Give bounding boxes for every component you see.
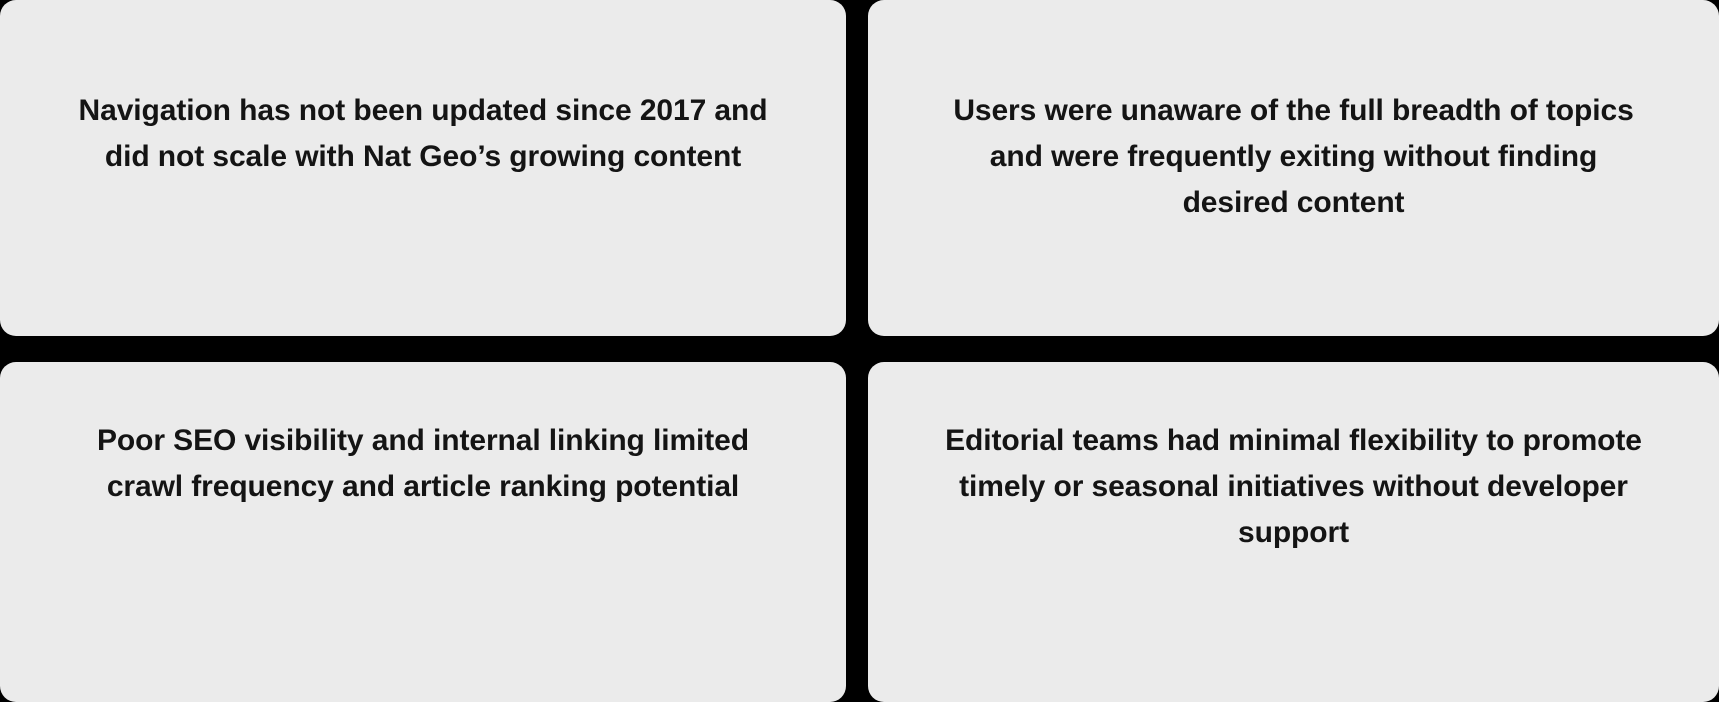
problem-card-text: Users were unaware of the full breadth o… [953, 94, 1634, 219]
problem-card-users-unaware[interactable]: Users were unaware of the full breadth o… [868, 0, 1719, 336]
problem-card-editorial-inflexibility[interactable]: Editorial teams had minimal flexibility … [868, 362, 1719, 702]
problem-card-text: Editorial teams had minimal flexibility … [945, 424, 1642, 549]
problem-card-text: Navigation has not been updated since 20… [78, 94, 768, 173]
problem-card-text: Poor SEO visibility and internal linking… [97, 424, 749, 503]
problem-card-poor-seo[interactable]: Poor SEO visibility and internal linking… [0, 362, 846, 702]
problem-card-navigation-outdated[interactable]: Navigation has not been updated since 20… [0, 0, 846, 336]
